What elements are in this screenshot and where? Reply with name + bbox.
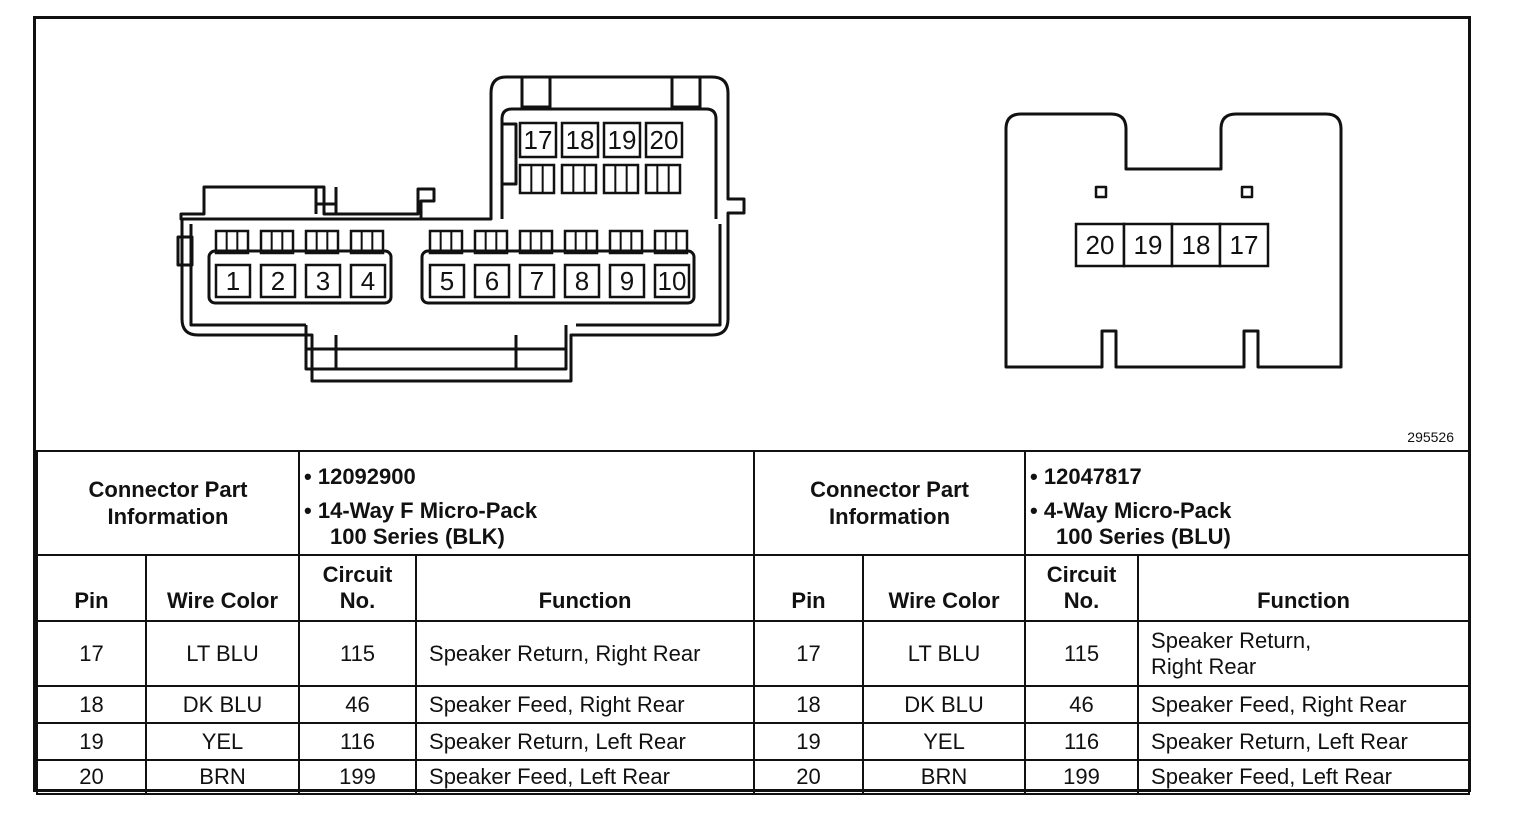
header-function-right: Function (1137, 554, 1471, 622)
svg-text:19: 19 (1134, 230, 1163, 260)
left-lower-pin-group: 1 2 3 4 5 6 7 8 9 10 (207, 229, 696, 305)
pin-2: 2 (259, 263, 297, 299)
svg-text:18: 18 (1182, 230, 1211, 260)
svg-text:7: 7 (530, 266, 544, 296)
right-pin-17: 17 (1218, 222, 1270, 268)
pin-1: 1 (214, 263, 252, 299)
right-part-desc: • 4-Way Micro-Pack (1030, 498, 1232, 523)
header-pin-right: Pin (753, 554, 865, 622)
right-part-series: 100 Series (BLU) (1056, 524, 1231, 549)
table-row: 18 DK BLU 46 Speaker Feed, Right Rear 18… (36, 685, 1471, 724)
svg-text:9: 9 (620, 266, 634, 296)
diagram-frame: 1 2 3 4 5 6 7 8 9 10 17 18 19 20 20 19 18 17 295526 Con… (33, 16, 1471, 795)
right-part-number: • 12047817 (1030, 464, 1142, 489)
right-part-info: • 12047817 • 4-Way Micro-Pack 100 Series… (1024, 450, 1471, 556)
left-connector-outline (180, 75, 746, 383)
right-pin-18: 18 (1170, 222, 1222, 268)
header-wire-color-right: Wire Color (862, 554, 1027, 622)
pin-7: 7 (518, 263, 556, 299)
svg-text:17: 17 (1230, 230, 1259, 260)
header-circuit-right: Circuit No. (1024, 554, 1140, 622)
right-pin-19: 19 (1122, 222, 1174, 268)
svg-text:3: 3 (316, 266, 330, 296)
pin-5: 5 (428, 263, 466, 299)
svg-text:20: 20 (650, 125, 679, 155)
connector-drawing: 1 2 3 4 5 6 7 8 9 10 17 18 19 20 20 19 18 17 (176, 75, 1343, 383)
table-row: 19 YEL 116 Speaker Return, Left Rear 19 … (36, 722, 1471, 761)
svg-text:5: 5 (440, 266, 454, 296)
svg-text:8: 8 (575, 266, 589, 296)
pin-17: 17 (518, 121, 558, 159)
figure-number: 295526 (1407, 429, 1454, 445)
pin-18: 18 (560, 121, 600, 159)
pin-4: 4 (349, 263, 387, 299)
svg-text:20: 20 (1086, 230, 1115, 260)
right-info-label: Connector Part Information (753, 450, 1027, 556)
svg-text:10: 10 (658, 266, 687, 296)
svg-text:6: 6 (485, 266, 499, 296)
header-wire-color-left: Wire Color (144, 554, 301, 622)
pin-20: 20 (644, 121, 684, 159)
right-connector-outline (1004, 112, 1343, 369)
svg-text:18: 18 (566, 125, 595, 155)
header-pin-left: Pin (36, 554, 147, 622)
pin-19: 19 (602, 121, 642, 159)
right-pin-20: 20 (1074, 222, 1126, 268)
svg-text:17: 17 (524, 125, 553, 155)
table-row: 20 BRN 199 Speaker Feed, Left Rear 20 BR… (36, 759, 1471, 795)
pin-6: 6 (473, 263, 511, 299)
connector-table: Connector Part Information • 12092900 • … (35, 450, 1471, 795)
pin-3: 3 (304, 263, 342, 299)
left-part-series: 100 Series (BLK) (330, 524, 505, 549)
left-upper-pin-group: 17 18 19 20 (518, 121, 684, 195)
left-part-desc: • 14-Way F Micro-Pack (304, 498, 538, 523)
left-info-label: Connector Part Information (35, 450, 301, 556)
header-circuit-left: Circuit No. (298, 554, 418, 622)
pin-10: 10 (653, 263, 691, 299)
svg-text:4: 4 (361, 266, 375, 296)
svg-text:2: 2 (271, 266, 285, 296)
left-part-info: • 12092900 • 14-Way F Micro-Pack 100 Ser… (298, 450, 756, 556)
table-row: 17 LT BLU 115 Speaker Return, Right Rear… (36, 620, 1471, 687)
right-pin-group: 20 19 18 17 (1074, 222, 1270, 268)
left-part-number: • 12092900 (304, 464, 416, 489)
header-function-left: Function (415, 554, 756, 622)
svg-text:1: 1 (226, 266, 240, 296)
svg-text:19: 19 (608, 125, 637, 155)
pin-9: 9 (608, 263, 646, 299)
pin-8: 8 (563, 263, 601, 299)
left-connector-body (179, 185, 436, 221)
